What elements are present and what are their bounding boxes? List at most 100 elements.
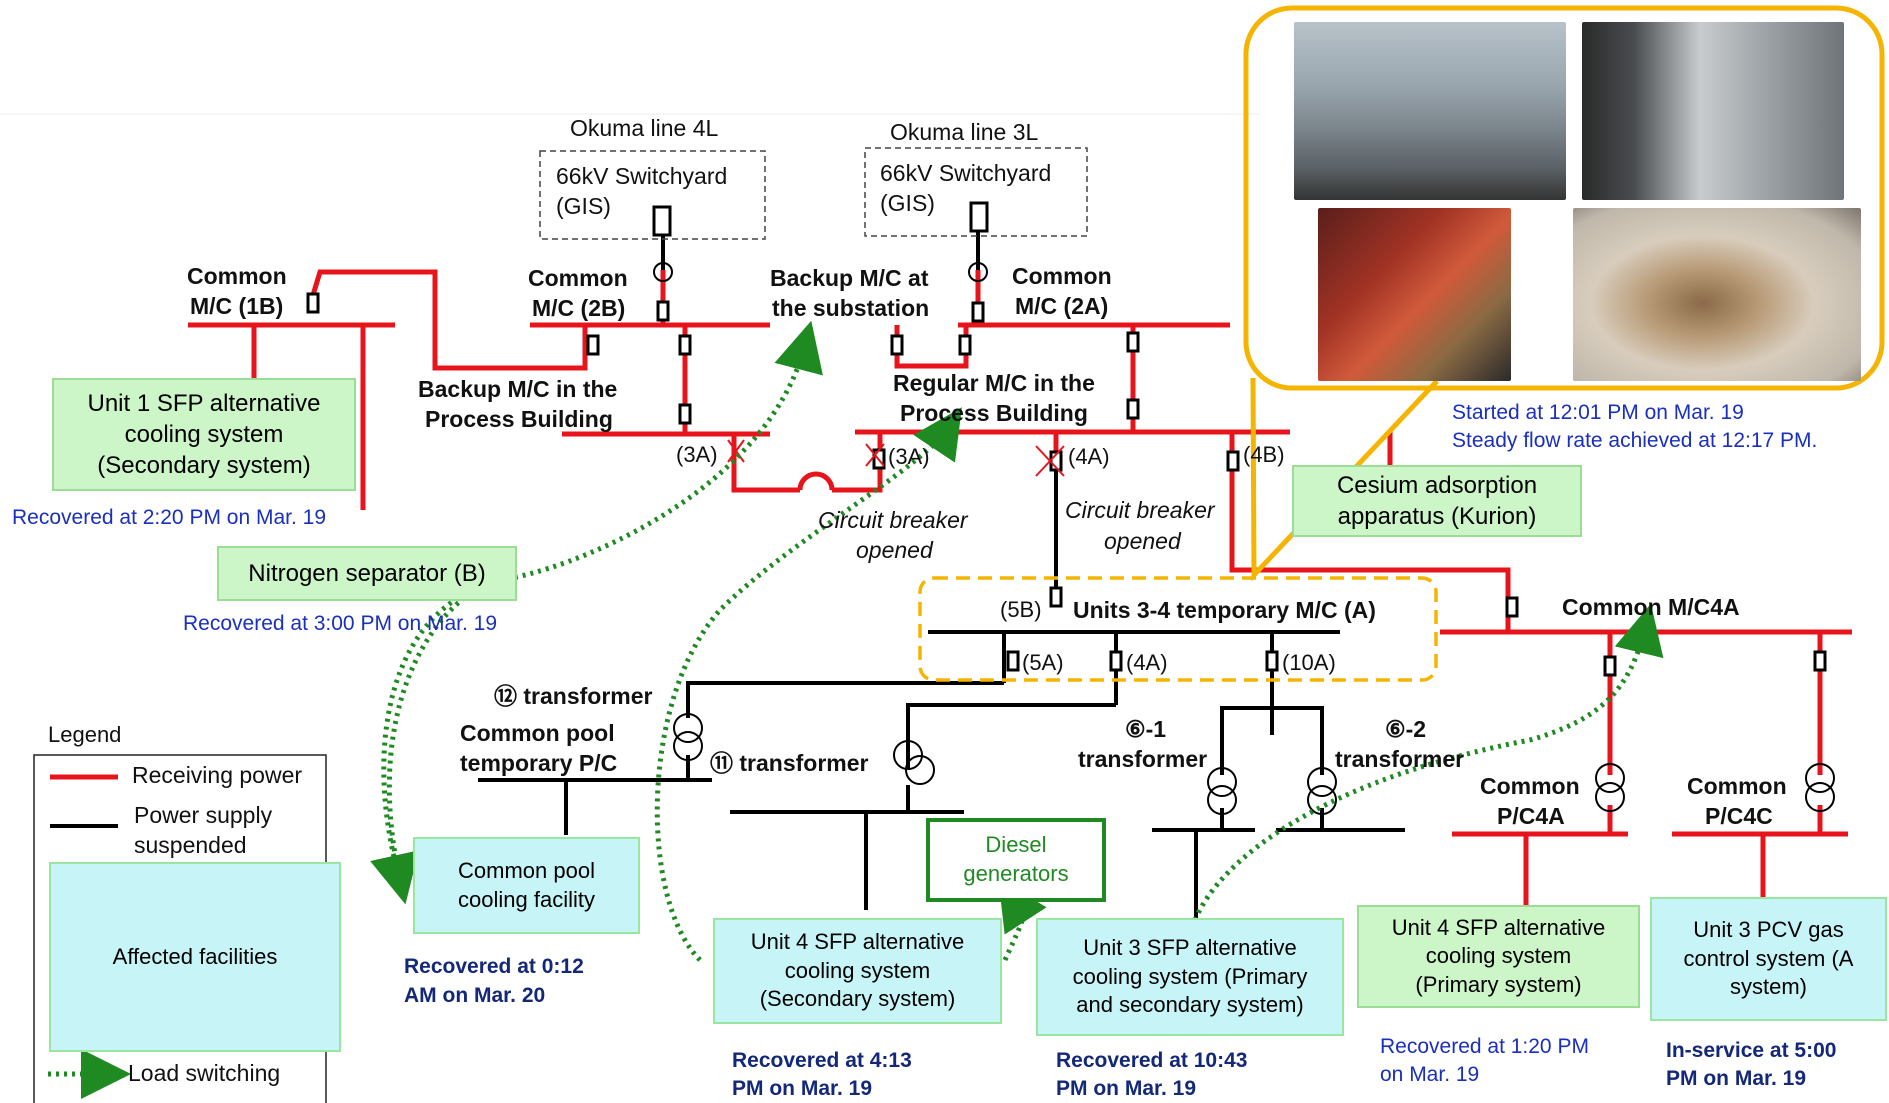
suspended-power-lines — [478, 215, 1405, 920]
transformer-6-2-label-line2: transformer — [1335, 746, 1465, 772]
cesium-line2: apparatus (Kurion) — [1337, 503, 1537, 530]
diesel-line2: generators — [963, 861, 1069, 886]
nitrogen-status: Recovered at 3:00 PM on Mar. 19 — [183, 612, 498, 635]
unit1-sfp-line3: (Secondary system) — [97, 452, 311, 480]
unit4-sfp-primary-line2: cooling system — [1425, 943, 1572, 969]
switchyard-3l-line2: (GIS) — [880, 190, 935, 216]
unit4-sfp-primary-line3: (Primary system) — [1415, 971, 1582, 997]
cb-opened-note-2-line1: Circuit breaker — [1065, 497, 1215, 523]
kurion-status-line1: Started at 12:01 PM on Mar. 19 — [1452, 401, 1744, 424]
nitrogen-separator-label: Nitrogen separator (B) — [248, 559, 486, 587]
legend-title: Legend — [48, 722, 122, 747]
common-pc4a-label-line1: Common — [1480, 773, 1580, 799]
unit3-pcv-line1: Unit 3 PCV gas — [1693, 917, 1844, 943]
diesel-generators-box: Diesel generators — [926, 818, 1106, 902]
unit3-pcv-line3: system) — [1730, 974, 1807, 1000]
unit4-primary-status-line2: on Mar. 19 — [1380, 1063, 1480, 1086]
common-pool-status-line1: Recovered at 0:12 — [404, 955, 584, 978]
common-pool-cooling-line2: cooling facility — [458, 886, 595, 912]
unit3-sfp-line1: Unit 3 SFP alternative — [1083, 935, 1297, 961]
unit4-sfp-secondary-line3: (Secondary system) — [759, 986, 956, 1012]
okuma-3l-label: Okuma line 3L — [890, 119, 1039, 145]
switchyard-4l-box — [539, 150, 766, 240]
switchgear-corridor-photo — [1582, 22, 1844, 200]
unit4-primary-status-line1: Recovered at 1:20 PM — [1380, 1035, 1589, 1058]
regular-process-label-line2: Process Building — [900, 400, 1088, 426]
kurion-status-line2: Steady flow rate achieved at 12:17 PM. — [1452, 429, 1818, 452]
breaker-4a-bottom-label: (4A) — [1126, 650, 1168, 675]
unit1-sfp-line2: cooling system — [124, 420, 284, 448]
common-pool-pc-label-line2: temporary P/C — [460, 750, 618, 776]
transformer-6-1-label-line1: ⑥-1 — [1125, 716, 1167, 742]
photo-highlight-box — [1243, 5, 1885, 391]
photo-callout-lines — [1250, 377, 1439, 582]
cb-opened-note-2-line2: opened — [1104, 528, 1181, 554]
common-pc4a-label-line2: P/C4A — [1497, 803, 1565, 829]
transformer-6-2-label-line1: ⑥-2 — [1385, 716, 1427, 742]
common-1b-label-line2: M/C (1B) — [190, 293, 284, 319]
transformer-6-1-label-line2: transformer — [1078, 746, 1208, 772]
backup-substation-label-line2: the substation — [772, 295, 930, 321]
legend-suspended-line1: Power supply — [134, 802, 273, 828]
common-pool-status-line2: AM on Mar. 20 — [404, 984, 546, 1007]
cesium-line1: Cesium adsorption — [1336, 471, 1538, 499]
diesel-line1: Diesel — [985, 832, 1047, 858]
backup-process-label-line1: Backup M/C in the — [418, 376, 618, 402]
unit3-sfp-line2: cooling system (Primary — [1072, 963, 1308, 989]
unit4-sfp-primary-line1: Unit 4 SFP alternative — [1391, 914, 1606, 940]
transformer-12-label: ⑫ transformer — [494, 683, 653, 709]
common-1b-label-line1: Common — [187, 263, 287, 289]
unit4-sfp-secondary-line2: cooling system — [784, 957, 931, 983]
common-pc4c-label-line1: Common — [1687, 773, 1787, 799]
breaker-4a-top-label: (4A) — [1068, 444, 1110, 469]
unit1-status: Recovered at 2:20 PM on Mar. 19 — [12, 506, 327, 529]
unit1-sfp-cooling-box: Unit 1 SFP alternative cooling system (Sec… — [52, 378, 356, 491]
common-mc4a-label: Common M/C4A — [1562, 594, 1740, 620]
units34-highlight-box — [918, 576, 1438, 682]
unit3-pcv-status-line2: PM on Mar. 19 — [1666, 1067, 1807, 1090]
breaker-5b-label: (5B) — [1000, 597, 1042, 622]
unit4-secondary-status-line2: PM on Mar. 19 — [732, 1077, 873, 1100]
unit1-sfp-line1: Unit 1 SFP alternative — [87, 389, 321, 417]
unit4-sfp-primary-box: Unit 4 SFP alternative cooling system(Pri… — [1357, 905, 1640, 1008]
cb-opened-note-1-line1: Circuit breaker — [818, 507, 968, 533]
common-pc4c-label-line2: P/C4C — [1705, 803, 1773, 829]
cb-opened-note-1-line2: opened — [856, 537, 933, 563]
switchyard-3l-line1: 66kV Switchyard — [880, 160, 1052, 186]
backup-process-label-line2: Process Building — [425, 406, 613, 432]
power-panel-trailer-photo — [1294, 22, 1566, 200]
switchyard-4l-line1: 66kV Switchyard — [556, 163, 728, 189]
common-2a-label-line1: Common — [1012, 263, 1112, 289]
unit3-pcv-line2: control system (A — [1683, 945, 1854, 971]
receiving-power-lines — [188, 269, 1852, 910]
unit4-sfp-secondary-line1: Unit 4 SFP alternative — [750, 929, 965, 955]
switchyard-3l-box — [864, 147, 1088, 237]
legend-switching-label: Load switching — [128, 1060, 281, 1086]
common-2a-label-line2: M/C (2A) — [1015, 293, 1109, 319]
breaker-10a-label: (10A) — [1282, 650, 1336, 675]
transformer-11-label: ⑪ transformer — [710, 750, 869, 776]
common-pool-pc-label-line1: Common pool — [460, 720, 615, 746]
regular-process-label-line1: Regular M/C in the — [893, 370, 1095, 396]
breaker-4b-label: (4B) — [1243, 442, 1285, 467]
breaker-symbols — [306, 201, 1827, 677]
breaker-3a-left-label: (3A) — [676, 442, 718, 467]
units34-mc-label: Units 3-4 temporary M/C (A) — [1073, 597, 1376, 623]
common-2b-label-line1: Common — [528, 265, 628, 291]
unit4-secondary-status-line1: Recovered at 4:13 — [732, 1049, 912, 1072]
legend-receiving-label: Receiving power — [132, 762, 303, 788]
unit3-sfp-status-line2: PM on Mar. 19 — [1056, 1077, 1197, 1100]
open-breaker-marks — [727, 439, 1065, 477]
legend-affected-box: Affected facilities — [49, 862, 341, 1052]
unit3-sfp-line3: and secondary system) — [1076, 992, 1304, 1018]
breaker-3a-right-label: (3A) — [888, 444, 930, 469]
switchyard-4l-line2: (GIS) — [556, 193, 611, 219]
backup-substation-label-line1: Backup M/C at — [770, 265, 929, 291]
okuma-4l-label: Okuma line 4L — [570, 115, 719, 141]
unit3-pcv-status-line1: In-service at 5:00 — [1666, 1039, 1837, 1062]
